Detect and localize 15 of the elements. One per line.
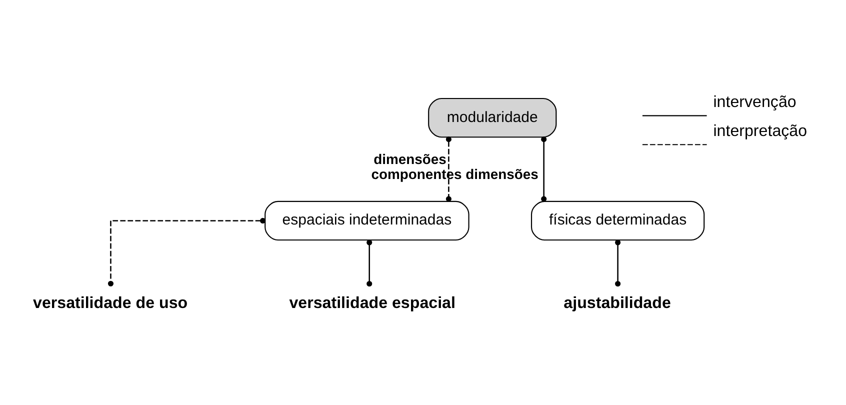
- node-text: versatilidade espacial: [288, 294, 455, 312]
- connector: [540, 136, 546, 202]
- node-box: espaciais indeterminadas: [264, 200, 469, 241]
- connector: [107, 218, 266, 286]
- legend-label: interpretação: [712, 122, 807, 140]
- connector: [366, 240, 372, 287]
- node-box: físicas determinadas: [530, 200, 704, 241]
- node-box: modularidade: [428, 98, 556, 138]
- edge-label: componentes dimensões: [370, 166, 538, 182]
- node-text: ajustabilidade: [563, 294, 670, 312]
- connector: [614, 240, 620, 287]
- edge-label: dimensões: [373, 151, 446, 168]
- legend-label: intervenção: [712, 93, 796, 112]
- connector: [445, 136, 451, 202]
- node-text: versatilidade de uso: [32, 294, 188, 312]
